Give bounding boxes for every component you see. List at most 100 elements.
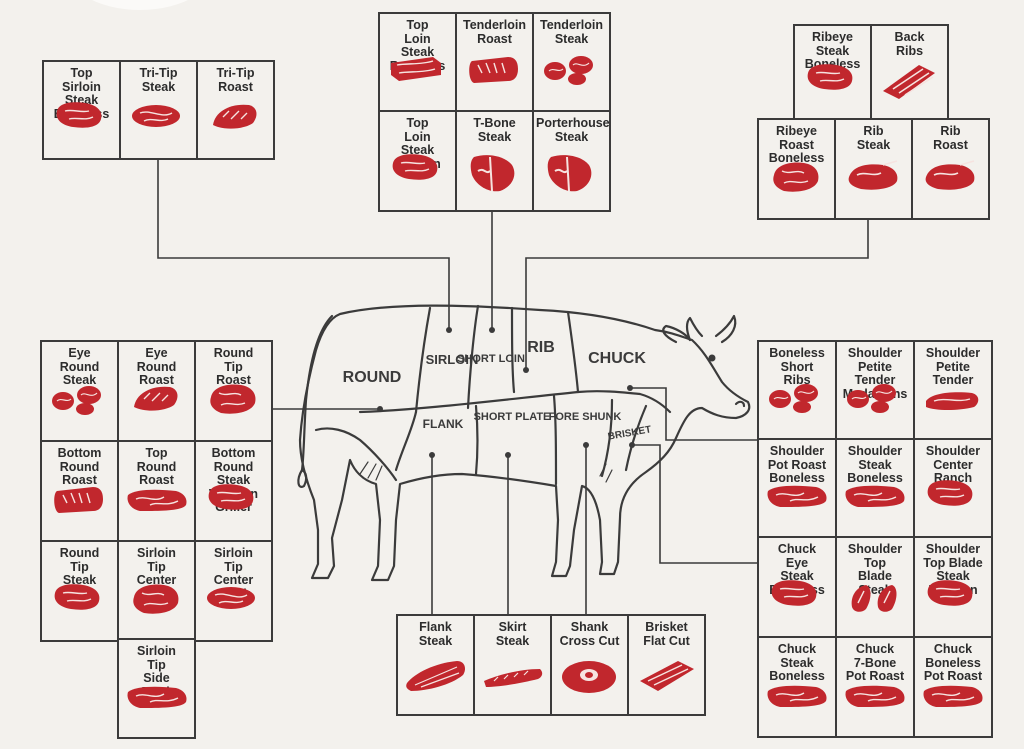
cut-label: Boneless Short Ribs <box>769 346 825 387</box>
meat-cut-icon <box>126 381 188 430</box>
meat-cut-icon <box>203 581 265 630</box>
connector-brisket <box>632 444 758 564</box>
cow-label-fore-shunk: FORE SHUNK <box>549 411 622 423</box>
meat-cut-icon <box>541 51 603 100</box>
cow-label-rib: RIB <box>527 339 555 356</box>
cut-cell: Shoulder Petite Tender Medallions <box>835 340 915 440</box>
meat-cut-icon <box>126 581 188 630</box>
meat-cut-icon <box>205 99 267 148</box>
cut-label: Round Tip Roast <box>213 346 254 387</box>
cut-label: Porterhouse Steak <box>536 116 610 144</box>
cut-cell: Porterhouse Steak <box>532 110 611 212</box>
meat-cut-icon <box>766 159 828 208</box>
cut-label: Rib Steak <box>856 124 891 152</box>
cut-label: Tenderloin Roast <box>463 18 526 46</box>
meat-cut-icon <box>922 477 984 526</box>
meat-cut-icon <box>920 159 982 208</box>
meat-cut-icon <box>843 159 905 208</box>
cut-cell: Eye Round Roast <box>117 340 196 442</box>
cut-cell: Brisket Flat Cut <box>627 614 706 716</box>
meat-cut-icon <box>49 381 111 430</box>
cut-cell: Shoulder Center Ranch Steak <box>913 438 993 538</box>
meat-cut-icon <box>766 577 828 626</box>
meat-cut-icon <box>844 677 906 726</box>
cut-cell: Ribeye Steak Boneless <box>793 24 872 122</box>
meat-cut-icon <box>49 581 111 630</box>
cut-label: T-Bone Steak <box>473 116 516 144</box>
cut-cell: Tenderloin Steak <box>532 12 611 112</box>
cut-cell: Chuck Boneless Pot Roast <box>913 636 993 738</box>
cut-cell: Top Round Roast <box>117 440 196 542</box>
cut-label: Flank Steak <box>418 620 453 648</box>
cut-cell: Chuck Eye Steak Boneless <box>757 536 837 638</box>
cut-cell: Top Sirloin Steak Boneless <box>42 60 121 160</box>
meat-cut-icon <box>126 481 188 530</box>
cut-cell: Bottom Round Roast <box>40 440 119 542</box>
meat-cut-icon <box>541 151 603 200</box>
cut-label: Back Ribs <box>894 30 925 58</box>
cut-label: Chuck 7-Bone Pot Roast <box>845 642 905 683</box>
cut-label: Shoulder Top Blade Steak <box>847 542 903 597</box>
cow-label-flank: FLANK <box>423 417 464 431</box>
cut-label: Tri-Tip Steak <box>139 66 178 94</box>
cut-cell: Round Tip Steak <box>40 540 119 642</box>
cut-cell: Shoulder Top Blade Steak Flat Iron <box>913 536 993 638</box>
cut-label: Ribeye Roast Boneless <box>768 124 825 165</box>
cut-cell: Bottom Round Steak Western Griller <box>194 440 273 542</box>
decorative-circle <box>60 0 220 10</box>
meat-cut-icon <box>405 655 467 704</box>
cut-cell: Shoulder Steak Boneless <box>835 438 915 538</box>
cut-cell: Flank Steak <box>396 614 475 716</box>
cow-label-chuck: CHUCK <box>588 350 646 367</box>
cut-cell: Shoulder Petite Tender <box>913 340 993 440</box>
meat-cut-icon <box>51 99 113 148</box>
cut-cell: Shoulder Pot Roast Boneless <box>757 438 837 538</box>
connector-rib <box>525 218 869 370</box>
cow-label-short-loin: SHORT LOIN <box>457 353 525 365</box>
cut-cell: Chuck 7-Bone Pot Roast <box>835 636 915 738</box>
cut-label: Bottom Round Roast <box>57 446 102 487</box>
meat-cut-icon <box>559 655 621 704</box>
cow-label-sirloin: SIRLOIN <box>426 352 479 367</box>
meat-cut-icon <box>126 678 188 727</box>
group-rib-top: Ribeye Steak Boneless Back Ribs <box>793 24 949 122</box>
cut-label: Shoulder Pot Roast Boneless <box>767 444 827 485</box>
meat-cut-icon <box>879 61 941 110</box>
meat-cut-icon <box>766 379 828 428</box>
cow-label-brisket: BRISKET <box>607 424 652 442</box>
connector-chuck <box>630 387 758 441</box>
cut-cell: Sirloin Tip Center Steak <box>194 540 273 642</box>
cut-cell: Round Tip Roast <box>194 340 273 442</box>
cut-label: Chuck Steak Boneless <box>769 642 825 683</box>
cut-label: Top Round Roast <box>136 446 177 487</box>
cut-cell: Sirloin Tip Center Roast <box>117 540 196 642</box>
meat-cut-icon <box>802 61 864 110</box>
cut-cell: Shoulder Top Blade Steak <box>835 536 915 638</box>
cut-cell: Back Ribs <box>870 24 949 122</box>
meat-cut-icon <box>387 51 449 100</box>
cut-cell: Skirt Steak <box>473 614 552 716</box>
cut-label: Tenderloin Steak <box>540 18 603 46</box>
cow-label-round: ROUND <box>343 369 402 386</box>
cut-cell: Tri-Tip Roast <box>196 60 275 160</box>
meat-cut-icon <box>203 381 265 430</box>
meat-cut-icon <box>464 51 526 100</box>
cut-cell: Top Loin Steak Boneless <box>378 12 457 112</box>
cut-cell: T-Bone Steak <box>455 110 534 212</box>
meat-cut-icon <box>844 379 906 428</box>
meat-cut-icon <box>922 677 984 726</box>
cut-label: Shank Cross Cut <box>559 620 620 648</box>
cut-label: Chuck Boneless Pot Roast <box>923 642 983 683</box>
cut-cell: Rib Steak <box>834 118 913 220</box>
cut-label: Eye Round Roast <box>136 346 177 387</box>
group-round-extra: Sirloin Tip Side Steak <box>117 638 196 739</box>
cut-cell: Tenderloin Roast <box>455 12 534 112</box>
cut-label: Round Tip Steak <box>59 546 100 587</box>
meat-cut-icon <box>49 481 111 530</box>
